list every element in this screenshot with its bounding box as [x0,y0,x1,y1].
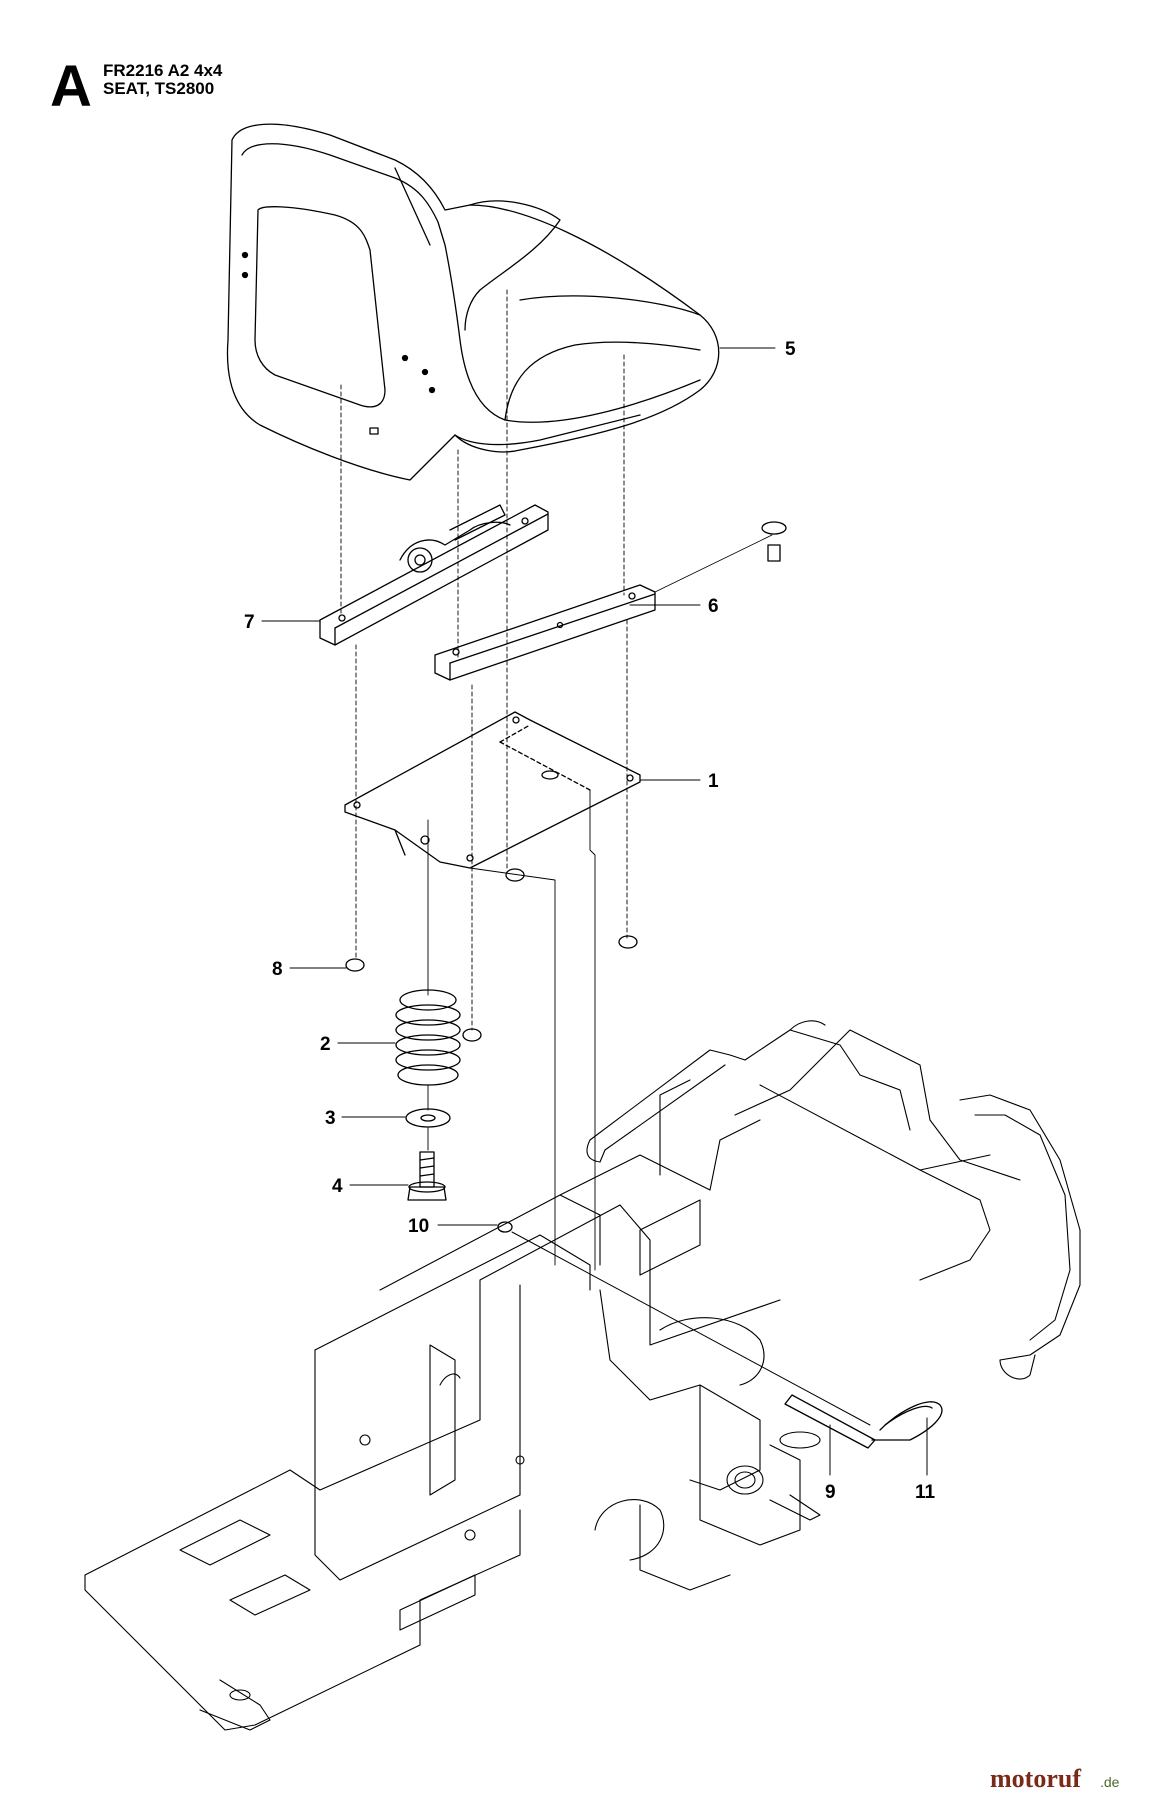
clip-part [497,1221,513,1233]
callout-10: 10 [408,1216,429,1237]
chassis-frame [84,1020,1081,1731]
spring-part [395,989,461,1086]
callout-5: 5 [785,339,796,360]
assembly-title: SEAT, TS2800 [103,79,215,98]
hairpin-clip-part [871,1401,943,1441]
watermark-logo: motoruf .de [990,1764,1120,1793]
bolt-part [407,1151,447,1201]
nut-part [345,868,638,1042]
callout-2: 2 [320,1034,331,1055]
watermark-tld: .de [1100,1774,1120,1790]
callout-3: 3 [325,1108,336,1129]
slide-rail-right-part [434,584,656,681]
screw-part [654,521,787,593]
seat-plate-part [344,711,641,869]
section-letter: A [50,54,92,119]
callout-1: 1 [708,771,719,792]
callout-6: 6 [708,596,719,617]
pin-part [511,1231,876,1449]
callout-11: 11 [915,1482,936,1503]
assembly-guide-lines [340,289,628,1151]
slide-rail-left-part [319,504,549,646]
callout-7: 7 [244,612,255,633]
callout-9: 9 [825,1482,836,1503]
model-number: FR2216 A2 4x4 [103,61,223,80]
seat-part [226,123,720,481]
watermark-brand: motoruf [990,1764,1081,1793]
callout-8: 8 [272,959,283,980]
callout-4: 4 [332,1176,343,1197]
washer-part [405,1108,451,1128]
